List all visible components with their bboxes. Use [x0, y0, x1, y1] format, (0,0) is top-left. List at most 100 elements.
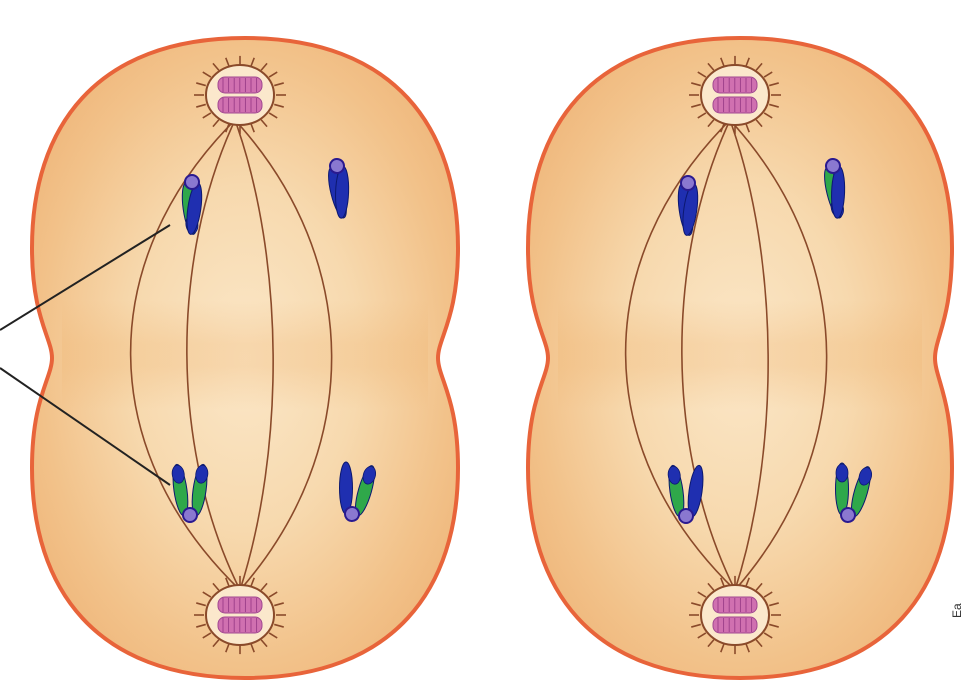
centrosome-ray: [707, 639, 715, 648]
centrosome-ray: [196, 602, 206, 607]
spindle-fibers: [129, 119, 333, 591]
centrosome-ray: [212, 639, 220, 648]
chromatid: [191, 463, 209, 517]
centriole: [712, 96, 758, 114]
centrosome-ray: [755, 62, 763, 71]
cleavage-furrow-shading: [62, 300, 428, 410]
centrosome-ray: [769, 82, 779, 87]
pointer-lines: [0, 224, 171, 486]
chromosome: [677, 175, 699, 236]
chromosome: [339, 461, 377, 522]
centrosome-bottom: [689, 575, 781, 655]
centrosome-ray: [755, 119, 763, 128]
centromere: [680, 175, 696, 191]
centrosome-ray: [212, 119, 220, 128]
chromosome: [835, 462, 873, 523]
centrosome-ray: [691, 602, 701, 607]
chromatid-tip: [362, 466, 377, 485]
centrosome-ray: [745, 643, 750, 653]
cell-right: [525, 35, 955, 681]
centrosome-ray: [697, 591, 707, 598]
edge-text: Ea: [950, 603, 964, 618]
chromatid-tip: [858, 467, 873, 486]
centrosome-ray: [260, 582, 268, 591]
chromatid-tip: [835, 463, 849, 483]
centriole: [217, 76, 263, 94]
centromere: [825, 158, 841, 174]
spindle-fiber: [729, 119, 769, 591]
spindle-fiber: [729, 119, 828, 591]
centrosome-ray: [202, 112, 212, 119]
centrosome-ray: [250, 643, 255, 653]
centromere: [329, 158, 345, 174]
centrosome-ray: [274, 623, 284, 628]
centrosome-ray: [763, 71, 773, 78]
chromosome: [824, 158, 846, 219]
centrosome-ray: [763, 112, 773, 119]
centrosome-ray: [274, 82, 284, 87]
centrosome-ray: [212, 582, 220, 591]
centrosome-ray: [196, 623, 206, 628]
centromere: [678, 508, 694, 524]
centrosome-body: [205, 584, 275, 646]
cleavage-furrow-shading: [558, 300, 922, 410]
chromatid-tip: [667, 465, 681, 485]
centrosome-ray: [260, 119, 268, 128]
centrosome-body: [700, 64, 770, 126]
centrosome-ray: [225, 123, 230, 133]
centrosome-top: [689, 55, 781, 135]
centrosome-ray: [202, 591, 212, 598]
centrosome-ray: [268, 71, 278, 78]
centriole: [217, 96, 263, 114]
centrosome-ray: [250, 577, 255, 587]
centrosome-ray: [763, 591, 773, 598]
centriole: [217, 596, 263, 614]
centrosome-top: [194, 55, 286, 135]
centrosome-ray: [691, 82, 701, 87]
centrosome-ray: [763, 632, 773, 639]
centrosome-ray: [769, 623, 779, 628]
centrosome-ray: [212, 62, 220, 71]
chromosome: [667, 464, 704, 524]
centrosome-ray: [755, 582, 763, 591]
spindle-fiber: [234, 119, 274, 591]
centrosome-ray: [250, 57, 255, 67]
centrosome-ray: [707, 62, 715, 71]
centrosome-ray: [691, 103, 701, 108]
centriole: [712, 596, 758, 614]
spindle-fiber: [624, 119, 736, 591]
centrosome-ray: [202, 71, 212, 78]
chromatid: [667, 464, 685, 518]
centrosome-ray: [691, 623, 701, 628]
centrosome-ray: [274, 602, 284, 607]
centrosome-ray: [196, 82, 206, 87]
pointer-line-lower: [0, 367, 171, 486]
centrosome-ray: [268, 632, 278, 639]
spindle-fibers: [624, 119, 828, 591]
chromosome: [181, 174, 203, 235]
centrosome-ray: [720, 123, 725, 133]
centrosome-ray: [745, 123, 750, 133]
chromatid-tip: [195, 464, 209, 484]
centromere: [182, 507, 198, 523]
centrosome-ray: [268, 112, 278, 119]
centrosome-ray: [745, 577, 750, 587]
centrosome-ray: [755, 639, 763, 648]
pointer-line-upper: [0, 224, 171, 331]
centrosome-ray: [260, 639, 268, 648]
centrosome-ray: [769, 103, 779, 108]
centrosome-ray: [720, 57, 725, 67]
centrosome-ray: [250, 123, 255, 133]
centromere: [344, 506, 360, 522]
centrosome-ray: [260, 62, 268, 71]
spindle-fiber: [186, 119, 241, 591]
centrosome-body: [700, 584, 770, 646]
centrosome-ray: [745, 57, 750, 67]
spindle-fiber: [681, 119, 736, 591]
centrosome-ray: [274, 103, 284, 108]
cell-left: [29, 35, 461, 681]
centrosome-ray: [697, 632, 707, 639]
centrosome-ray: [720, 643, 725, 653]
centrosome-ray: [720, 577, 725, 587]
centrosome-ray: [268, 591, 278, 598]
